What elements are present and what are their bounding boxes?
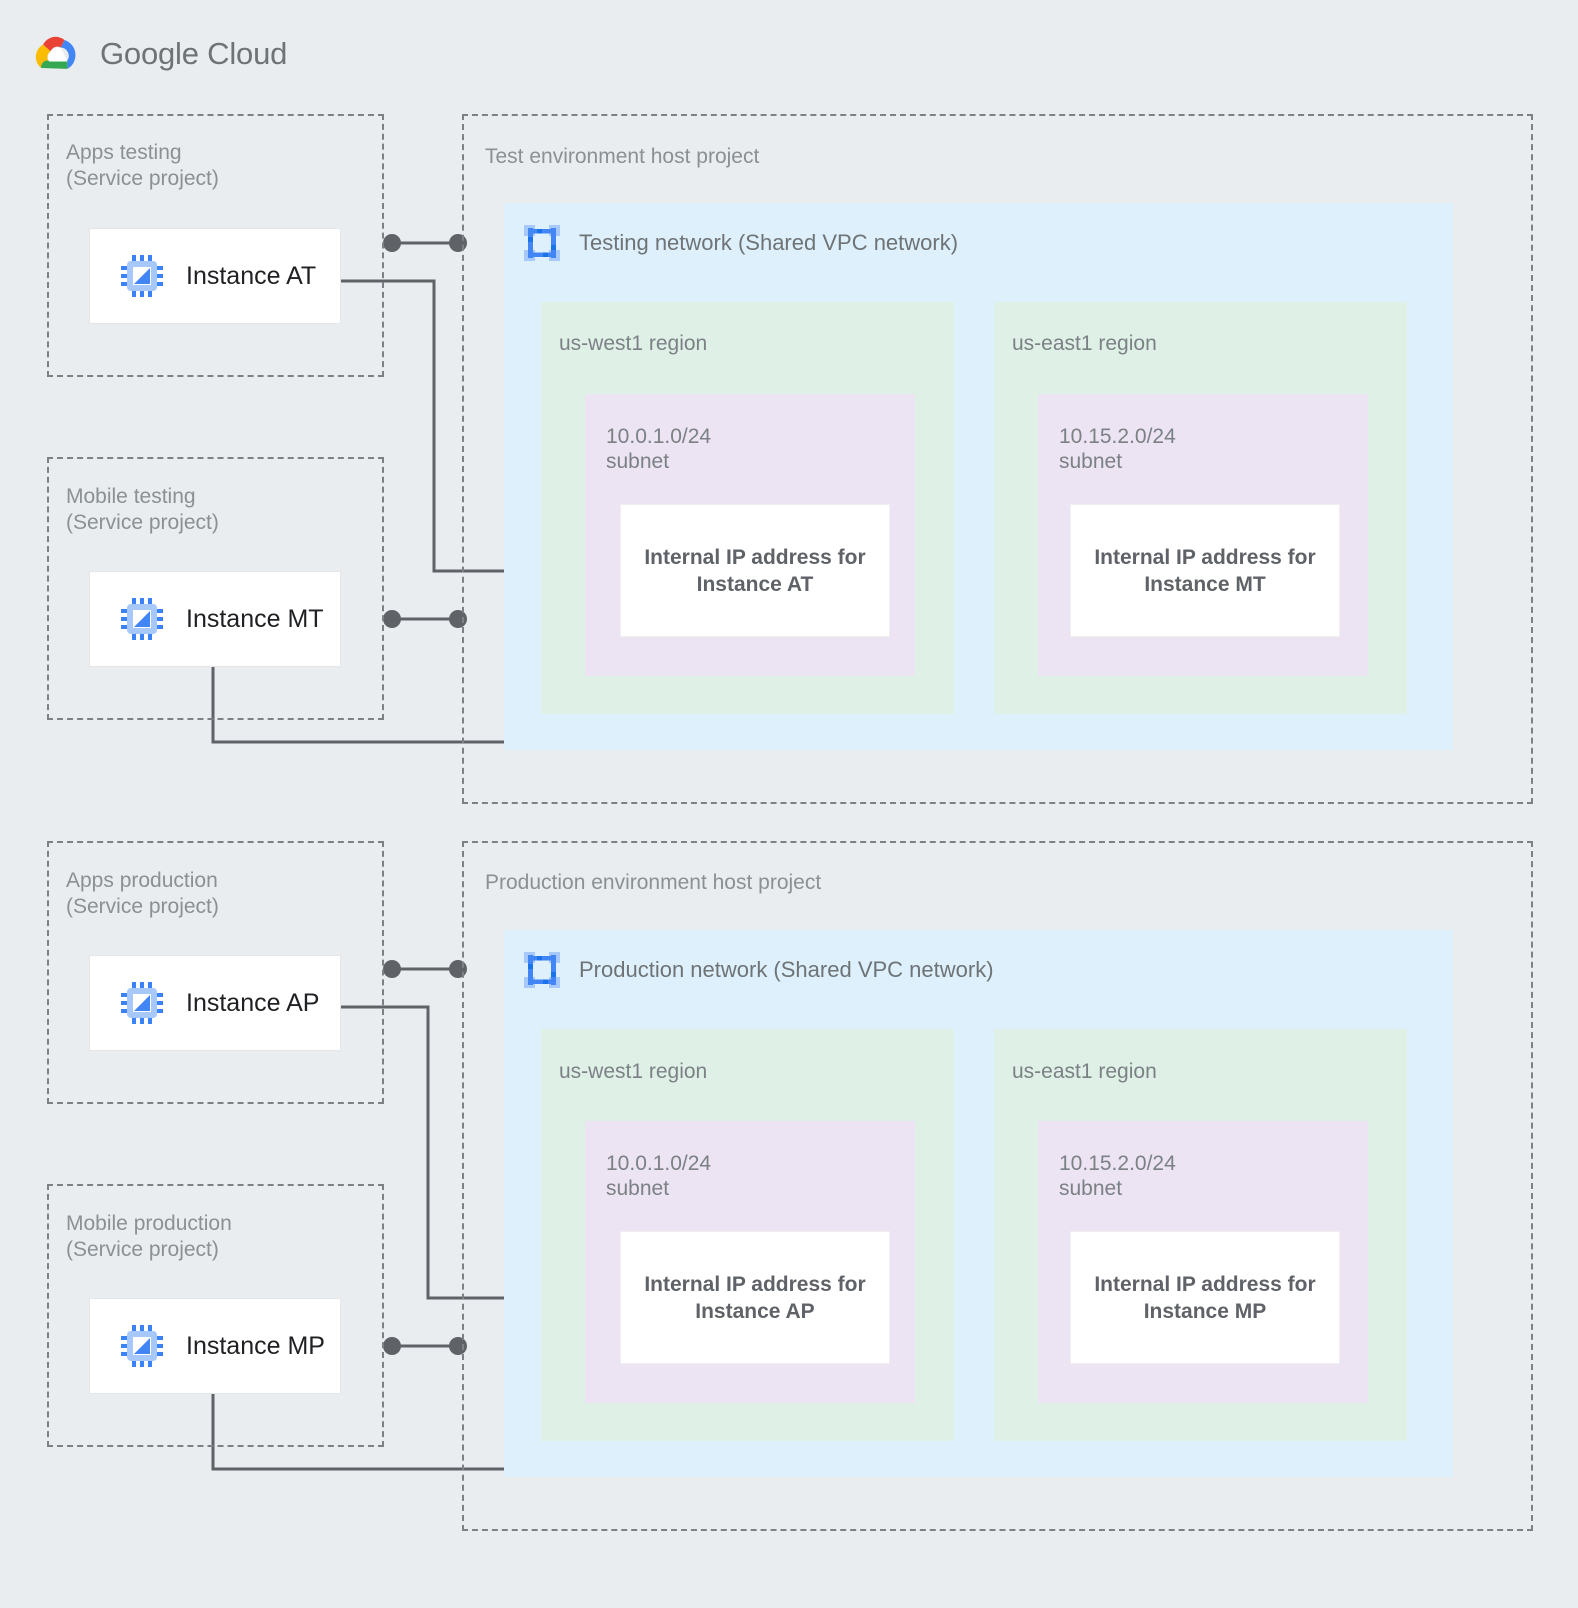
connector-at-boundary xyxy=(383,234,467,252)
vpc-title-production: Production network (Shared VPC network) xyxy=(579,957,994,982)
connector-ap-boundary xyxy=(383,960,467,978)
cpu-icon xyxy=(121,598,163,640)
ip-card-instance-mp: Internal IP address for Instance MP xyxy=(1070,1231,1340,1364)
host-project-test xyxy=(462,114,1533,804)
google-cloud-logo-icon xyxy=(35,36,76,69)
cpu-icon xyxy=(121,982,163,1024)
subnet-label-prod-us-west1: 10.0.1.0/24 subnet xyxy=(606,1152,712,1200)
connector-mp-boundary xyxy=(383,1337,467,1355)
instance-mt-label: Instance MT xyxy=(186,604,324,633)
region-label-test-us-east1: us-east1 region xyxy=(1012,332,1157,355)
cpu-icon xyxy=(121,255,163,297)
test-host-project-label: Test environment host project xyxy=(485,145,760,168)
ip-card-text-mt: Internal IP address for Instance MT xyxy=(1094,545,1316,596)
brand-title: Google Cloud xyxy=(100,36,287,72)
apps-testing-label: Apps testing (Service project) xyxy=(66,141,219,190)
vpc-header-production: Production network (Shared VPC network) xyxy=(523,951,994,989)
ip-card-text-mp: Internal IP address for Instance MP xyxy=(1094,1272,1316,1323)
vpc-network-icon xyxy=(524,225,560,261)
ip-card-instance-at: Internal IP address for Instance AT xyxy=(620,504,890,637)
subnet-label-test-us-west1: 10.0.1.0/24 subnet xyxy=(606,425,712,473)
host-project-production xyxy=(462,841,1533,1531)
production-host-project-label: Production environment host project xyxy=(485,871,822,894)
instance-ap-label: Instance AP xyxy=(186,988,320,1017)
region-label-prod-us-west1: us-west1 region xyxy=(559,1060,708,1083)
service-project-mobile-testing xyxy=(47,457,384,720)
service-project-mobile-production xyxy=(47,1184,384,1447)
cpu-icon xyxy=(121,1325,163,1367)
instance-at-label: Instance AT xyxy=(186,261,317,290)
google-cloud-brand: Google Cloud xyxy=(30,30,287,78)
service-project-apps-testing xyxy=(47,114,384,377)
instance-card-mp[interactable]: Instance MP xyxy=(89,1298,341,1394)
instance-card-mt[interactable]: Instance MT xyxy=(89,571,341,667)
mobile-testing-label: Mobile testing (Service project) xyxy=(66,485,219,534)
ip-card-instance-mt: Internal IP address for Instance MT xyxy=(1070,504,1340,637)
instance-card-at[interactable]: Instance AT xyxy=(89,228,341,324)
subnet-label-prod-us-east1: 10.15.2.0/24 subnet xyxy=(1059,1152,1176,1200)
subnet-label-test-us-east1: 10.15.2.0/24 subnet xyxy=(1059,425,1176,473)
vpc-network-icon xyxy=(524,952,560,988)
region-label-test-us-west1: us-west1 region xyxy=(559,332,708,355)
ip-card-text-at: Internal IP address for Instance AT xyxy=(644,545,866,596)
connector-mt-boundary xyxy=(383,610,467,628)
instance-card-ap[interactable]: Instance AP xyxy=(89,955,341,1051)
vpc-title-testing: Testing network (Shared VPC network) xyxy=(579,230,959,255)
apps-production-label: Apps production (Service project) xyxy=(66,869,219,918)
region-label-prod-us-east1: us-east1 region xyxy=(1012,1060,1157,1083)
brand-cloud: Cloud xyxy=(198,36,288,71)
brand-google: Google xyxy=(100,36,199,71)
vpc-header-testing: Testing network (Shared VPC network) xyxy=(523,224,958,262)
service-project-apps-production xyxy=(47,841,384,1104)
instance-mp-label: Instance MP xyxy=(186,1331,325,1360)
ip-card-text-ap: Internal IP address for Instance AP xyxy=(644,1272,866,1323)
mobile-production-label: Mobile production (Service project) xyxy=(66,1212,232,1261)
ip-card-instance-ap: Internal IP address for Instance AP xyxy=(620,1231,890,1364)
